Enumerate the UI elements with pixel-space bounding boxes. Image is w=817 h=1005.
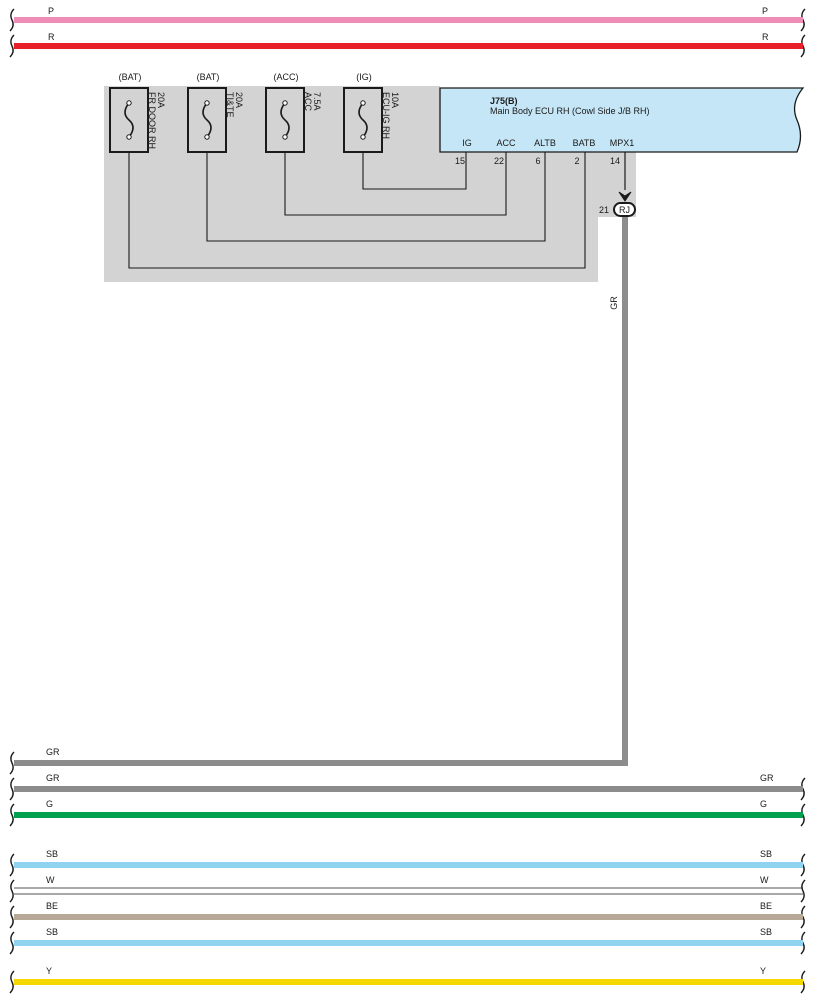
wire-label-right: P xyxy=(762,6,768,16)
lower-left-break-mark-7 xyxy=(9,970,15,994)
fuse-4-to-ecu-wire xyxy=(362,137,467,190)
rj-connector xyxy=(613,202,636,217)
ecu-name: Main Body ECU RH (Cowl Side J/B RH) xyxy=(490,106,650,116)
fuse-source-label: (BAT) xyxy=(197,72,220,82)
ecu-terminal-pin: 14 xyxy=(610,156,620,166)
wire-label-left: SB xyxy=(46,927,58,937)
fuse-1-terminal-top xyxy=(126,100,132,106)
top-left-break-mark-0 xyxy=(9,8,15,32)
wire-label-left: SB xyxy=(46,849,58,859)
lower-left-break-mark-2 xyxy=(9,803,15,827)
fuse-3-to-ecu-wire xyxy=(284,137,507,216)
wire-label-right: BE xyxy=(760,901,772,911)
fuse-2-to-ecu-wire xyxy=(206,137,546,242)
wire-label-right: GR xyxy=(760,773,774,783)
fuse-1-to-ecu-wire xyxy=(128,137,586,269)
wire-label-right: SB xyxy=(760,849,772,859)
ecu-terminal-name: IG xyxy=(462,138,472,148)
fuse-source-label: (ACC) xyxy=(274,72,299,82)
fuse-rating-label: 7.5A xyxy=(312,92,322,111)
gr-vertical-label-group: GR xyxy=(609,296,619,310)
top-left-break-mark-1 xyxy=(9,34,15,58)
lower-left-break-mark-4 xyxy=(9,879,15,903)
lower-left-break-mark-5 xyxy=(9,905,15,929)
wire-label-right: SB xyxy=(760,927,772,937)
ecu-body xyxy=(439,87,805,153)
junction-block-panel-ext2 xyxy=(440,217,598,282)
wire-label-left: GR xyxy=(46,747,60,757)
fuse-3-terminal-top xyxy=(282,100,288,106)
lower-left-break-mark-3 xyxy=(9,853,15,877)
wire-label-left: Y xyxy=(46,966,52,976)
ecu-terminal-pin: 6 xyxy=(535,156,540,166)
fuse-4-element xyxy=(358,102,368,138)
wire-label-right: W xyxy=(760,875,769,885)
wire-label-left: R xyxy=(48,32,55,42)
ecu-terminal-pin: 22 xyxy=(494,156,504,166)
fuse-4-terminal-bottom xyxy=(360,134,366,140)
fuse-name-label: ECU-IG RH xyxy=(381,92,391,139)
fuse-2-element xyxy=(202,102,212,138)
lower-left-break-mark-1 xyxy=(9,777,15,801)
lower-left-break-mark-0 xyxy=(9,751,15,775)
fuse-1-terminal-bottom xyxy=(126,134,132,140)
wire-label-left: GR xyxy=(46,773,60,783)
wire-label-right: Y xyxy=(760,966,766,976)
fuse-source-label: (BAT) xyxy=(119,72,142,82)
fuse-rating-label: 10A xyxy=(390,92,400,108)
fuse-rating-label: 20A xyxy=(156,92,166,108)
wire-label-left: P xyxy=(48,6,54,16)
gr-vertical-label: GR xyxy=(609,296,619,310)
ecu-terminal-name: ACC xyxy=(496,138,516,148)
mpx1-arrow xyxy=(618,191,632,202)
rj-connector-code: RJ xyxy=(619,205,630,215)
ecu-terminal-pin: 15 xyxy=(455,156,465,166)
gr-vertical-wire xyxy=(14,216,628,766)
fuse-1-element xyxy=(124,102,134,138)
wire-label-left: G xyxy=(46,799,53,809)
ecu-terminal-name: MPX1 xyxy=(610,138,635,148)
wire-label-right: R xyxy=(762,32,769,42)
fuse-name-label: ACC xyxy=(303,92,313,112)
fuse-name-label: FR DOOR RH xyxy=(147,92,157,149)
lower-right-break-mark-4 xyxy=(800,879,806,903)
ecu-terminal-pin: 2 xyxy=(574,156,579,166)
fuse-3-element xyxy=(280,102,290,138)
fuse-source-label: (IG) xyxy=(356,72,372,82)
fuse-name-label: TI&TE xyxy=(225,92,235,118)
ecu-terminal-name: ALTB xyxy=(534,138,556,148)
fuse-2-terminal-bottom xyxy=(204,134,210,140)
ecu-code: J75(B) xyxy=(490,96,518,106)
fuse-rating-label: 20A xyxy=(234,92,244,108)
fuse-2-terminal-top xyxy=(204,100,210,106)
junction-block-panel-ext xyxy=(440,152,636,217)
wire-label-left: BE xyxy=(46,901,58,911)
ecu-terminal-name: BATB xyxy=(573,138,596,148)
wire-label-left: W xyxy=(46,875,55,885)
fuse-4-terminal-top xyxy=(360,100,366,106)
fuse-3-terminal-bottom xyxy=(282,134,288,140)
wire-label-right: G xyxy=(760,799,767,809)
lower-left-break-mark-6 xyxy=(9,931,15,955)
rj-connector-pin: 21 xyxy=(599,205,609,215)
